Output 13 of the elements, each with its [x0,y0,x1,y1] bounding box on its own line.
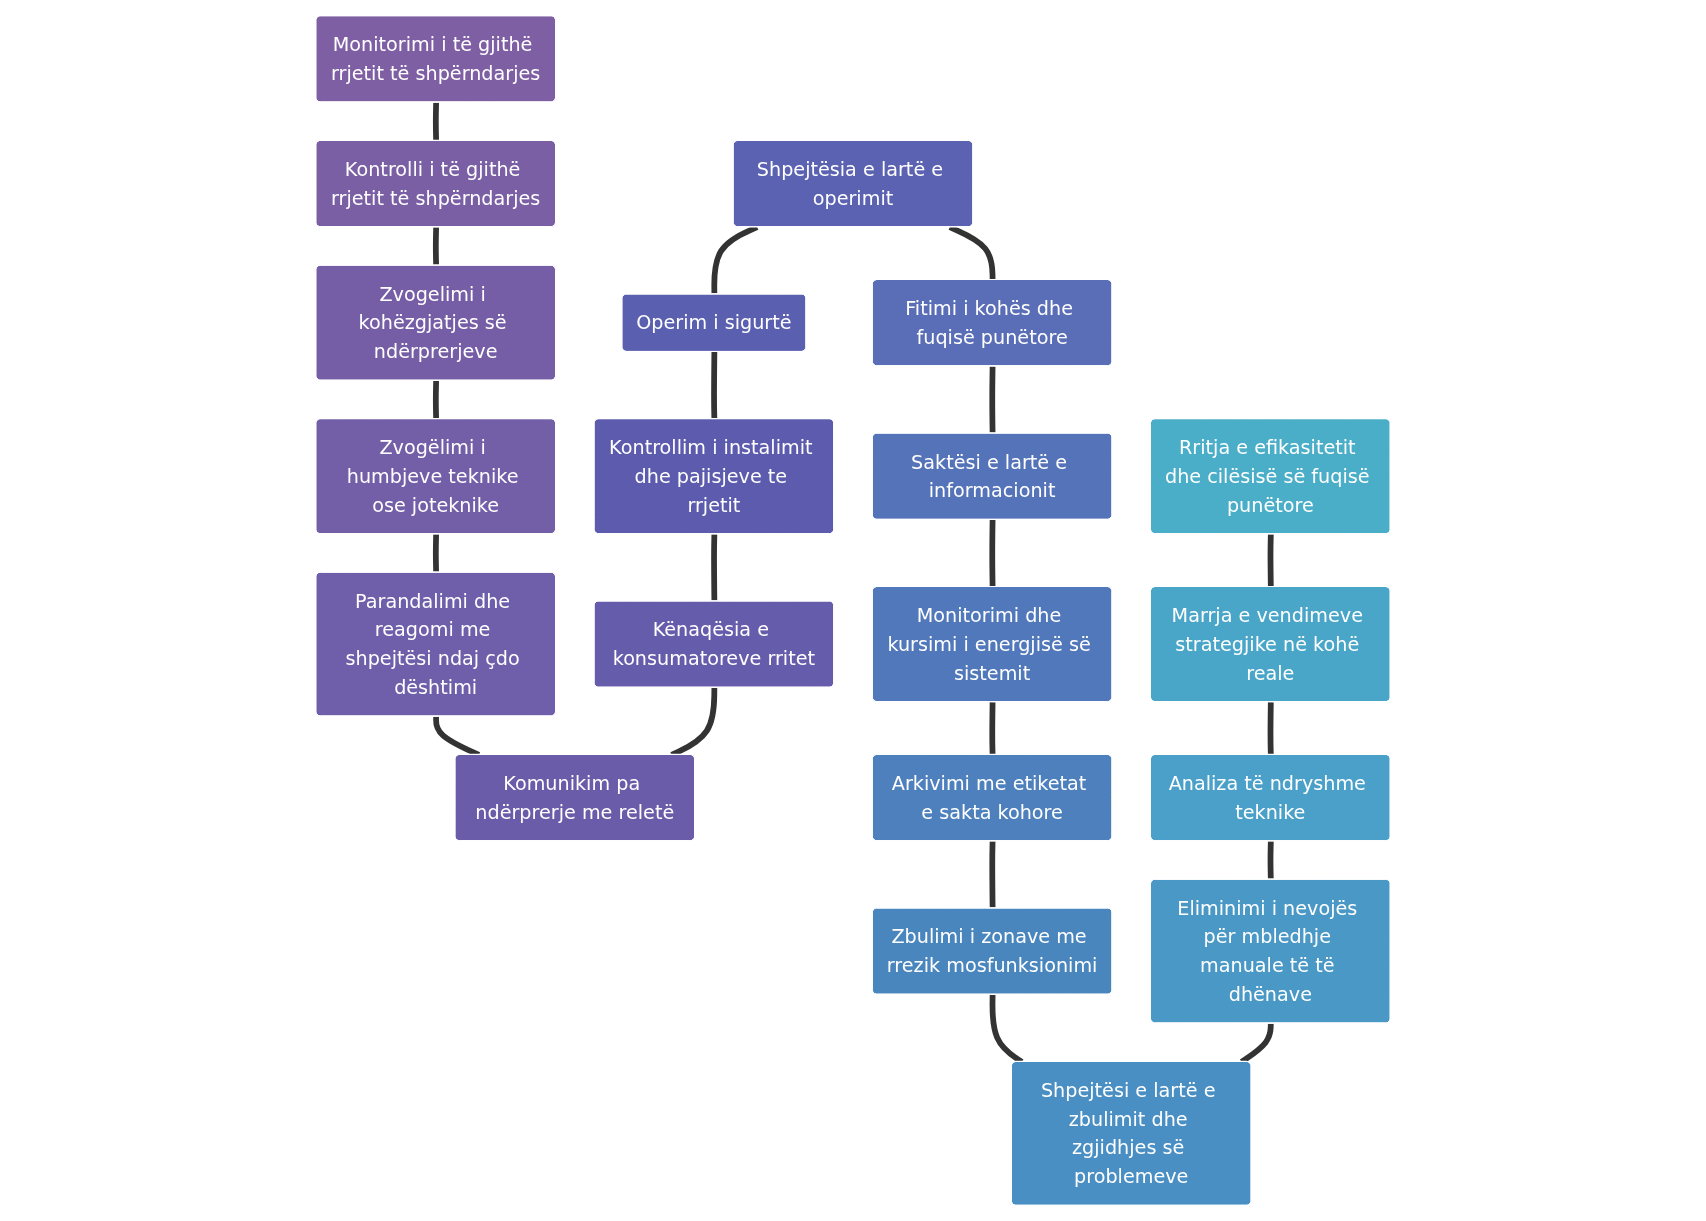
connector [711,534,718,602]
connector [989,366,996,434]
connector [432,534,439,573]
connector [432,102,439,141]
connector [432,227,439,266]
connector [989,702,996,755]
connector [432,380,439,420]
connector [989,519,996,588]
connector [1267,841,1274,880]
connector [1267,702,1274,755]
connector [989,841,996,909]
connector [711,351,718,420]
connector [1267,534,1274,588]
